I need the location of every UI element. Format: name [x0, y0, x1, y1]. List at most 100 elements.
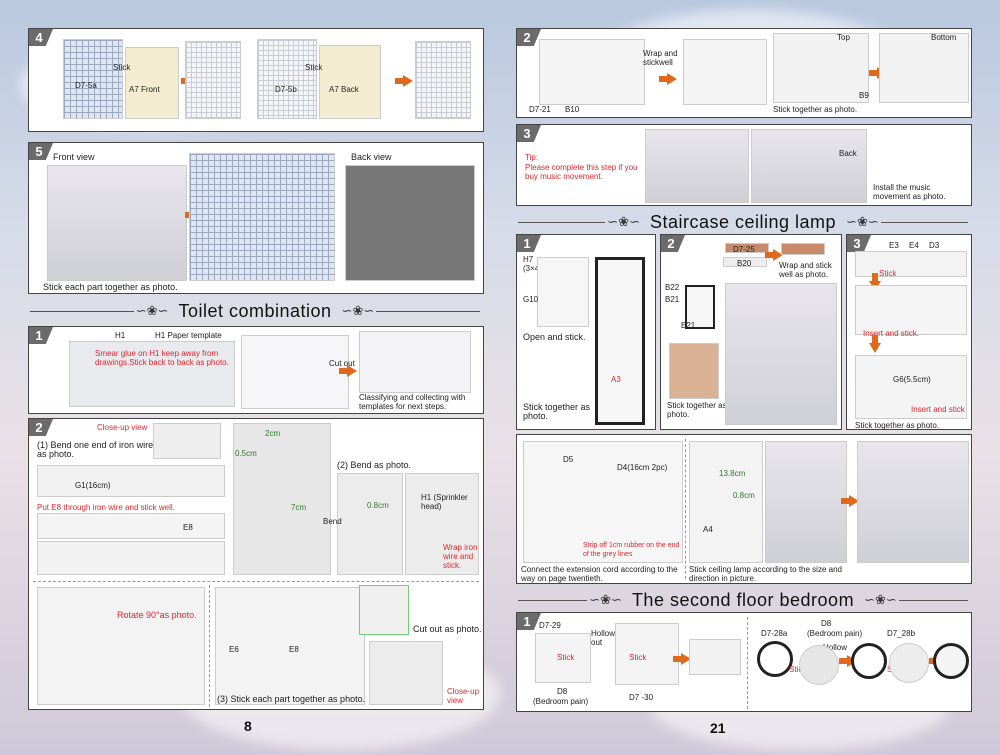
label-front-view: Front view — [53, 152, 95, 162]
staircase-room-photo — [725, 283, 837, 425]
tile-sheet-photo — [63, 39, 123, 119]
caption-text: Stick each part together as photo. — [43, 282, 178, 292]
label-closeup-view: Close-up view — [447, 687, 480, 705]
framed-pictures-photo — [689, 639, 741, 675]
toilet-step2-panel: 2 Close-up view (1) Bend one end of iron… — [28, 418, 484, 710]
label-b22: B22 — [665, 283, 680, 292]
wrap-stickwell-text: Wrap and stickwell — [643, 49, 678, 67]
label-hollow-out: Hollow out — [591, 629, 616, 647]
step4-panel: 4 D7-5a Stick A7 Front D7-5b Stick A7 Ba… — [28, 28, 484, 132]
stair-top-photo — [773, 33, 869, 103]
label-dim-bend: 0.8cm — [367, 501, 389, 510]
assembled-room-photo — [189, 153, 335, 281]
rotate-text: Rotate 90°as photo. — [117, 610, 197, 620]
round-frame-photo — [757, 641, 793, 677]
step-number: 2 — [661, 235, 685, 252]
wire-e8-photo — [37, 513, 225, 539]
label-e3: E3 — [889, 241, 899, 250]
page-number: 21 — [710, 720, 726, 736]
curtain-photo — [537, 257, 589, 327]
label-dim-top: 2cm — [265, 429, 281, 438]
back-view-photo — [345, 165, 475, 281]
socket-parts-photo — [855, 251, 967, 277]
cut-out-as-photo-text: Cut out as photo. — [413, 624, 482, 634]
label-e8: E8 — [289, 645, 299, 654]
label-h1-template: H1 Paper template — [155, 331, 222, 340]
tip-label: Tip: — [525, 153, 539, 162]
brick-pieces-photo — [539, 39, 645, 105]
arrow-icon — [841, 495, 859, 507]
stick-together-text: Stick together as photo. — [855, 421, 940, 430]
lamp-panel-photo — [669, 343, 719, 399]
arrow-down-icon — [869, 335, 881, 353]
label-d7-5b: D7-5b — [275, 85, 297, 94]
arrow-icon — [395, 75, 413, 87]
section-title-text: Staircase ceiling lamp — [649, 211, 837, 232]
step-number: 4 — [29, 29, 53, 46]
label-d7-25: D7-25 — [733, 245, 755, 254]
label-h1: H1 — [115, 331, 126, 340]
label-h1-sprinkler: H1 (Sprinkler head) — [421, 493, 468, 511]
classify-text: Classifying and collecting with template… — [359, 393, 466, 411]
back-install-photo — [751, 129, 867, 203]
section-title-text: The second floor bedroom — [631, 589, 855, 610]
divider — [33, 581, 479, 582]
assembled-hook-photo — [215, 587, 365, 705]
label-stick: Stick — [113, 63, 131, 72]
label-a7-front: A7 Front — [129, 85, 160, 94]
stair-bottom-photo — [879, 33, 969, 103]
label-bend: Bend — [323, 517, 342, 526]
label-top: Top — [837, 33, 850, 42]
divider — [685, 439, 686, 579]
put-e8-text: Put E8 through iron wire and stick well. — [37, 503, 175, 512]
cutout-piece-photo — [359, 585, 409, 635]
step-number: 2 — [517, 29, 541, 46]
bent-hook-photo — [337, 473, 403, 575]
ornament-icon: ∽❀∽ — [589, 592, 622, 607]
rotate-hook-photo — [37, 587, 205, 705]
closeup-wire-photo — [153, 423, 221, 459]
staircase-lamp-photo — [765, 441, 847, 563]
round-disc-photo — [799, 645, 839, 685]
lamp-step2-panel: 2 D7-25 B20 Wrap and stick well as photo… — [660, 234, 842, 430]
label-d7-30: D7 -30 — [629, 693, 654, 702]
finished-staircase-photo — [857, 441, 969, 563]
lamp-step1-panel: 1 H7 (3×4cm) G10 Open and stick. A3 Stic… — [516, 234, 656, 430]
strip-rubber-text: Strip off 1cm rubber on the end of the g… — [583, 542, 680, 558]
label-b21: B21 — [665, 295, 680, 304]
label-e21: E21 — [681, 321, 696, 330]
smear-glue-text: Smear glue on H1 keep away from drawings… — [95, 349, 229, 367]
pieces-photo — [359, 331, 471, 393]
window-frame-photo — [595, 257, 645, 425]
label-a3: A3 — [611, 375, 621, 384]
insert-text: Insert and stick. — [863, 329, 920, 338]
cut-template-photo — [241, 335, 349, 409]
iron-wire-photo — [37, 465, 225, 497]
b20-strip-photo — [723, 257, 767, 267]
ornament-icon: ∽❀∽ — [607, 214, 640, 229]
label-stick: Stick — [305, 63, 323, 72]
open-stick-text: Open and stick. — [523, 332, 586, 342]
label-back-view: Back view — [351, 152, 392, 162]
stick-ceiling-text: Stick ceiling lamp according to the size… — [689, 565, 842, 583]
step-number: 3 — [847, 235, 871, 252]
measured-hook-photo — [233, 423, 331, 575]
divider — [209, 585, 210, 707]
arrow-icon — [659, 73, 677, 85]
label-dim-length: 7cm — [291, 503, 307, 512]
step-number: 1 — [517, 613, 541, 630]
step-number: 5 — [29, 143, 53, 160]
section-title-text: Toilet combination — [178, 300, 332, 321]
arrow-icon — [765, 249, 783, 261]
label-bedroom-pain: (Bedroom pain) — [533, 697, 589, 706]
cream-sheet-photo — [125, 47, 179, 119]
label-d7-29: D7-29 — [539, 621, 561, 630]
label-cut-out: Cut out — [329, 359, 355, 368]
label-b10: B10 — [565, 105, 580, 114]
round-owl-photo — [889, 643, 929, 683]
bedroom-step1-panel: 1 D7-29 Hollow out Stick D8 (Bedroom pai… — [516, 612, 972, 712]
label-g1: G1(16cm) — [75, 481, 111, 490]
f9-insert-photo — [855, 285, 967, 335]
music-step3-panel: 3 Tip: Please complete this step if you … — [516, 124, 972, 206]
label-stick: Stick — [557, 653, 575, 662]
